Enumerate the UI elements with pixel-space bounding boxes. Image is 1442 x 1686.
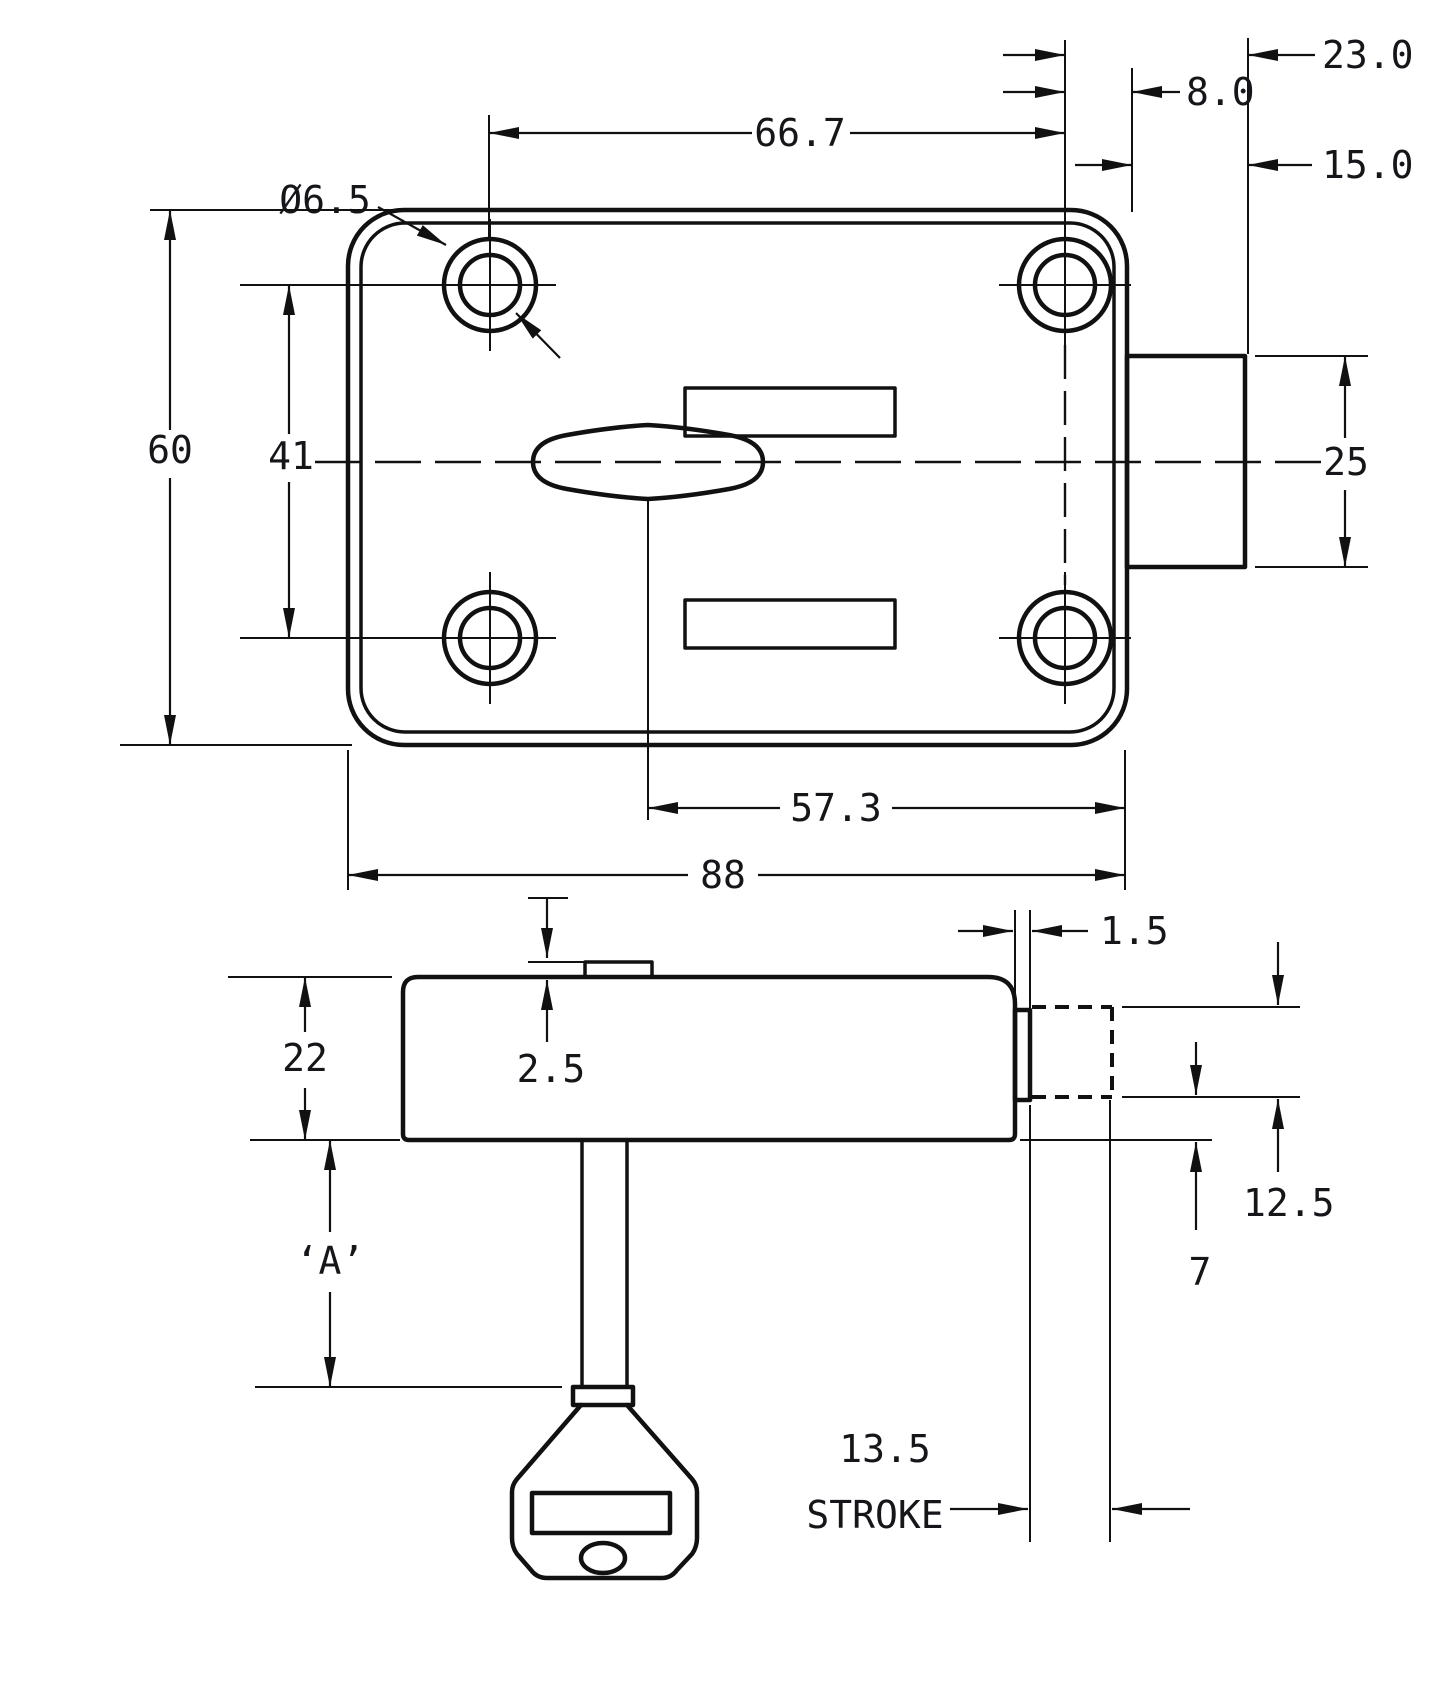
bolt-extended-dashed <box>1032 1005 1114 1099</box>
dim-22: 22 <box>228 976 392 1140</box>
dim-15-label: 15.0 <box>1322 143 1414 187</box>
side-case-outline <box>400 974 1018 1143</box>
dim-A: ‘A’ <box>255 1140 562 1388</box>
slot-upper <box>683 386 897 438</box>
dim-60-label: 60 <box>147 428 193 472</box>
dim-stroke-word: STROKE <box>806 1493 943 1537</box>
dim-7: 7 <box>1189 1042 1212 1294</box>
mounting-hole-bottom-right <box>999 572 1131 704</box>
dim-57-3: 57.3 <box>647 500 1126 890</box>
dim-41: 41 <box>240 284 425 639</box>
dim-15: 15.0 <box>1075 143 1414 187</box>
top-view: 66.7 23.0 8.0 15.0 Ø6.5 <box>120 33 1414 897</box>
dim-23: 23.0 <box>1003 33 1414 354</box>
dim-7-label: 7 <box>1189 1250 1212 1294</box>
dim-2-5-label: 2.5 <box>517 1047 586 1091</box>
dim-22-label: 22 <box>282 1036 328 1080</box>
key-bow-slot <box>529 1490 673 1536</box>
dim-25-label: 25 <box>1323 440 1369 484</box>
spindle-boss <box>583 960 654 977</box>
case-outline-outer <box>345 207 1130 748</box>
dim-66-7-label: 66.7 <box>754 111 846 155</box>
dim-hole-dia: Ø6.5 <box>279 178 561 359</box>
dim-2-5: 2.5 <box>517 897 588 1091</box>
key-bow-hole <box>578 1540 628 1576</box>
dim-25: 25 <box>1255 355 1369 568</box>
dim-A-label: ‘A’ <box>296 1239 365 1283</box>
slot-lower <box>683 598 897 650</box>
dim-stroke: 13.5 STROKE <box>806 1100 1190 1542</box>
spindle-cam-slot <box>530 422 766 502</box>
side-view: 22 2.5 1.5 12.5 <box>228 897 1335 1581</box>
dim-8: 8.0 <box>1003 70 1255 114</box>
dim-8-label: 8.0 <box>1186 70 1255 114</box>
case-outline-inner <box>359 221 1116 734</box>
dim-23-label: 23.0 <box>1322 33 1414 77</box>
dim-stroke-value: 13.5 <box>839 1427 931 1471</box>
key <box>509 1140 700 1581</box>
mounting-hole-bottom-left <box>424 572 556 704</box>
bolt-end-retracted <box>1012 1007 1033 1103</box>
dim-12-5-label: 12.5 <box>1243 1181 1335 1225</box>
dim-hole-dia-label: Ø6.5 <box>279 178 371 222</box>
key-collar <box>570 1384 636 1408</box>
dim-88: 88 <box>347 750 1125 897</box>
dim-1-5-label: 1.5 <box>1100 909 1169 953</box>
dim-88-label: 88 <box>700 853 746 897</box>
dim-41-label: 41 <box>268 434 314 478</box>
dim-60: 60 <box>120 209 395 746</box>
dim-1-5: 1.5 <box>958 909 1169 1008</box>
dim-12-5: 12.5 <box>1122 942 1335 1225</box>
dim-66-7: 66.7 <box>488 40 1066 250</box>
mounting-hole-top-left <box>424 219 556 351</box>
key-bow <box>509 1402 700 1581</box>
dim-57-3-label: 57.3 <box>790 786 882 830</box>
